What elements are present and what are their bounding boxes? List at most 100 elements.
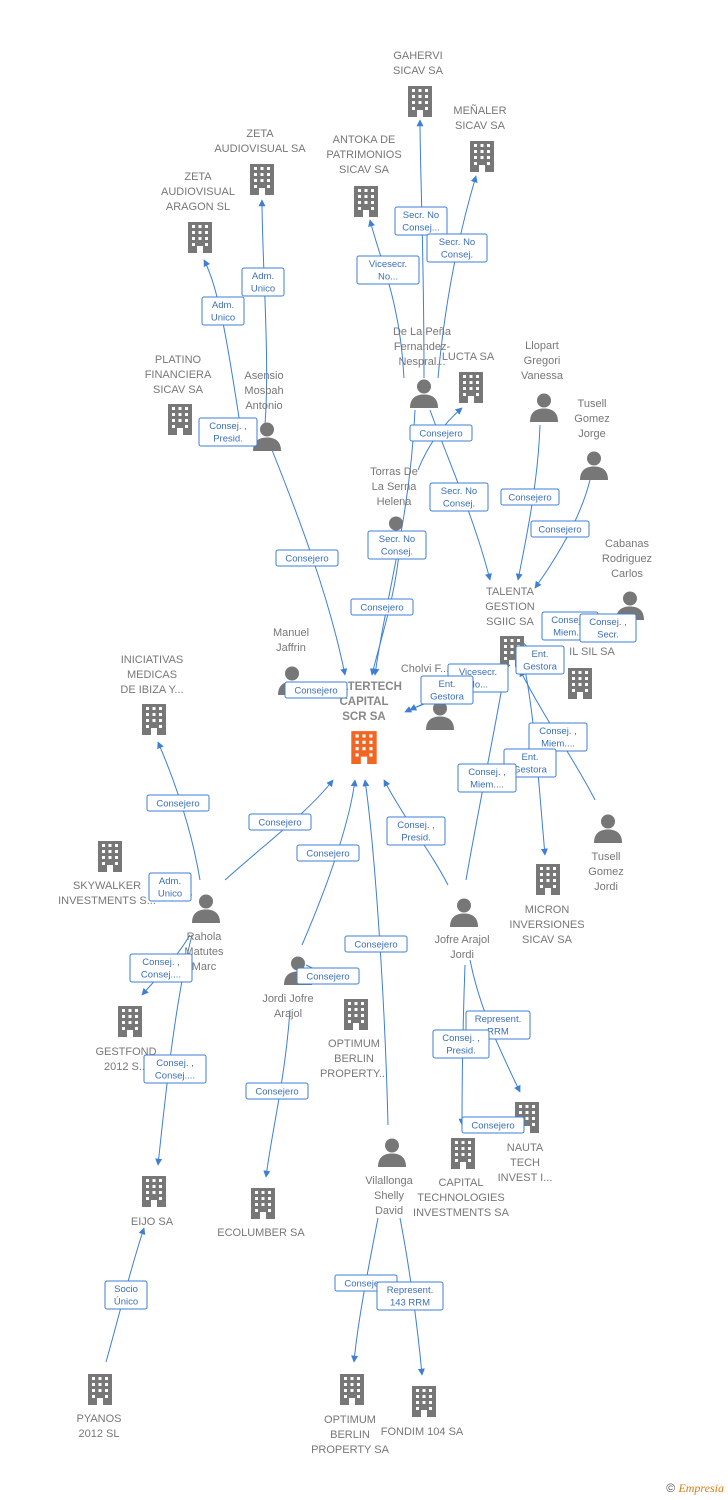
edge-label[interactable]: Adm.Unico <box>148 872 192 902</box>
node-label: Marc <box>192 961 217 973</box>
edge-label-text: Consejero <box>306 849 349 860</box>
node-label: CAPITAL <box>340 696 389 708</box>
node-delapena[interactable]: De La PeñaFernandez-Nespral... <box>393 326 452 408</box>
edge-label-box <box>420 675 474 705</box>
edge-label[interactable]: Consejero <box>461 1116 525 1134</box>
edge-label-text: Consej. , <box>142 957 180 968</box>
edge-label[interactable]: Consej. ,Consej.... <box>143 1054 207 1084</box>
footer-brand[interactable]: © Empresia <box>666 1481 724 1496</box>
edge-label[interactable]: Consejero <box>296 844 360 862</box>
edge-delapena-gahervi <box>416 119 425 379</box>
edge-vilallonga-center <box>362 779 389 1126</box>
edge-label[interactable]: Consejero <box>530 520 590 538</box>
edge-label[interactable]: Consej. ,Presid. <box>432 1029 490 1059</box>
edge-label[interactable]: Ent.Gestora <box>515 645 565 675</box>
edge-label[interactable]: Consej. ,Presid. <box>386 816 446 846</box>
node-label: Jordi Jofre <box>262 993 313 1005</box>
edge-label[interactable]: Consej. ,Miem.... <box>528 722 588 752</box>
node-optimum1[interactable]: OPTIMUMBERLINPROPERTY... <box>320 999 388 1080</box>
node-label: DE IBIZA Y... <box>120 684 183 696</box>
edge-label[interactable]: Represent.143 RRM <box>376 1281 444 1311</box>
edge-label[interactable]: Consej. ,Presid. <box>198 417 258 447</box>
edge-label[interactable]: Adm.Unico <box>241 267 285 297</box>
edge-label[interactable]: Consejero <box>248 813 312 831</box>
edge-label[interactable]: Consej. ,Miem.... <box>457 763 517 793</box>
edge-label-text: Vicesecr. <box>459 667 497 678</box>
edge-label[interactable]: Ent.Gestora <box>420 675 474 705</box>
edge-label[interactable]: Secr. NoConsej... <box>394 206 448 236</box>
edge-label[interactable]: Consejero <box>344 935 408 953</box>
person-icon <box>450 898 478 927</box>
node-cholvi[interactable]: Cholvi F... <box>401 663 454 730</box>
node-label: SCR SA <box>342 711 385 723</box>
edge-label[interactable]: Ent.Gestora <box>503 748 557 778</box>
edge-delapena-antoka <box>368 219 405 379</box>
edge-label-box <box>528 722 588 752</box>
node-label: PROPERTY... <box>320 1068 388 1080</box>
edge-label[interactable]: Consej. ,Secr. <box>579 613 637 643</box>
node-label: Llopart <box>525 340 559 352</box>
node-label: Asensio <box>244 370 283 382</box>
person-icon <box>192 894 220 923</box>
edge-label[interactable]: Consejero <box>146 794 210 812</box>
edge-label[interactable]: Consejero <box>296 967 360 985</box>
edge-label[interactable]: Consejero <box>284 681 348 699</box>
edge-label[interactable]: Consejero <box>409 424 473 442</box>
building-icon <box>118 1006 142 1037</box>
edge-label[interactable]: Consej. ,Consej.... <box>129 953 193 983</box>
brand-name: Empresia <box>678 1481 724 1495</box>
edge-label[interactable]: Consejero <box>245 1082 309 1100</box>
edge-label[interactable]: Consejero <box>275 549 339 567</box>
node-label: FINANCIERA <box>145 369 212 381</box>
node-label: INVESTMENTS SA <box>413 1207 510 1219</box>
edge-label-text: Socio <box>114 1284 138 1295</box>
node-ecolumber[interactable]: ECOLUMBER SA <box>217 1188 305 1239</box>
node-sil[interactable]: IL SIL SA <box>568 646 615 699</box>
edge-label-text: Consej. <box>381 547 413 558</box>
edge-label[interactable]: Vicesecr.No... <box>356 255 420 285</box>
edge-jordi_jofre-ecolumber <box>263 1009 291 1178</box>
node-eijo[interactable]: EIJO SA <box>131 1176 174 1228</box>
node-fondim[interactable]: FONDIM 104 SA <box>381 1386 464 1438</box>
building-icon <box>536 864 560 895</box>
building-icon <box>459 372 483 403</box>
edge-label[interactable]: Consejero <box>350 598 414 616</box>
node-label: Gomez <box>574 413 609 425</box>
edge-label-text: Único <box>114 1297 138 1308</box>
edge-label[interactable]: Consejero <box>500 488 560 506</box>
node-label: OPTIMUM <box>328 1038 380 1050</box>
node-lucta[interactable]: LUCTA SA <box>442 351 495 403</box>
edge-label[interactable]: Adm.Unico <box>201 296 245 326</box>
node-label: IL SIL SA <box>569 646 615 658</box>
